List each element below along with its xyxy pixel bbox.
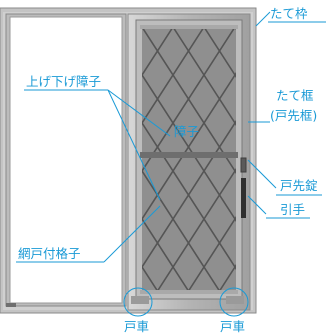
lattice-bar [142, 27, 174, 77]
label-hikite: 引手 [280, 202, 305, 217]
lattice-bar [281, 27, 332, 292]
lattice-bar [142, 73, 236, 223]
left-sash [5, 13, 127, 307]
label-shoji: 障子 [174, 124, 199, 139]
lattice-bar [142, 119, 236, 269]
door-lock [240, 157, 247, 173]
lattice-bar [312, 27, 332, 292]
lattice-bar [297, 27, 332, 292]
label-age-sage-shoji: 上げ下げ障子 [26, 74, 101, 89]
lattice-bar [142, 27, 205, 125]
label-tate-kamachi-1: たて框 [276, 88, 314, 103]
lattice-bar [142, 27, 236, 173]
roller-left [131, 296, 149, 304]
lattice-bar [142, 217, 190, 292]
label-tate-waku: たて枠 [270, 6, 308, 21]
lattice-grid [142, 27, 332, 292]
label-tate-kamachi-2: (戸先框) [270, 108, 317, 123]
label-toguruma-left: 戸車 [124, 319, 149, 334]
lattice-bar [142, 27, 236, 175]
lattice-bar [142, 121, 236, 271]
lattice-bar [156, 167, 236, 292]
roller-right [226, 296, 244, 304]
glass-pane [142, 27, 236, 292]
lattice-bar [142, 169, 221, 292]
lattice-bar [142, 71, 236, 221]
meeting-rail [140, 152, 238, 158]
lattice-bar [328, 27, 332, 292]
labels: たて枠 たて框 (戸先框) 上げ下げ障子 障子 戸先錠 引手 網戸付格子 戸車 … [16, 6, 318, 334]
door-handle [241, 178, 246, 218]
label-tosaki-jo: 戸先錠 [280, 178, 318, 193]
callout-lines [16, 11, 326, 317]
lattice-bar [203, 27, 236, 79]
label-toguruma-right: 戸車 [220, 319, 245, 334]
lattice-bar [266, 27, 332, 292]
label-amido-koushi: 網戸付格子 [18, 246, 81, 261]
lattice-bar [187, 215, 236, 292]
lattice-bar [172, 27, 236, 127]
lattice-bar [250, 27, 332, 292]
lattice-sash [127, 13, 332, 311]
